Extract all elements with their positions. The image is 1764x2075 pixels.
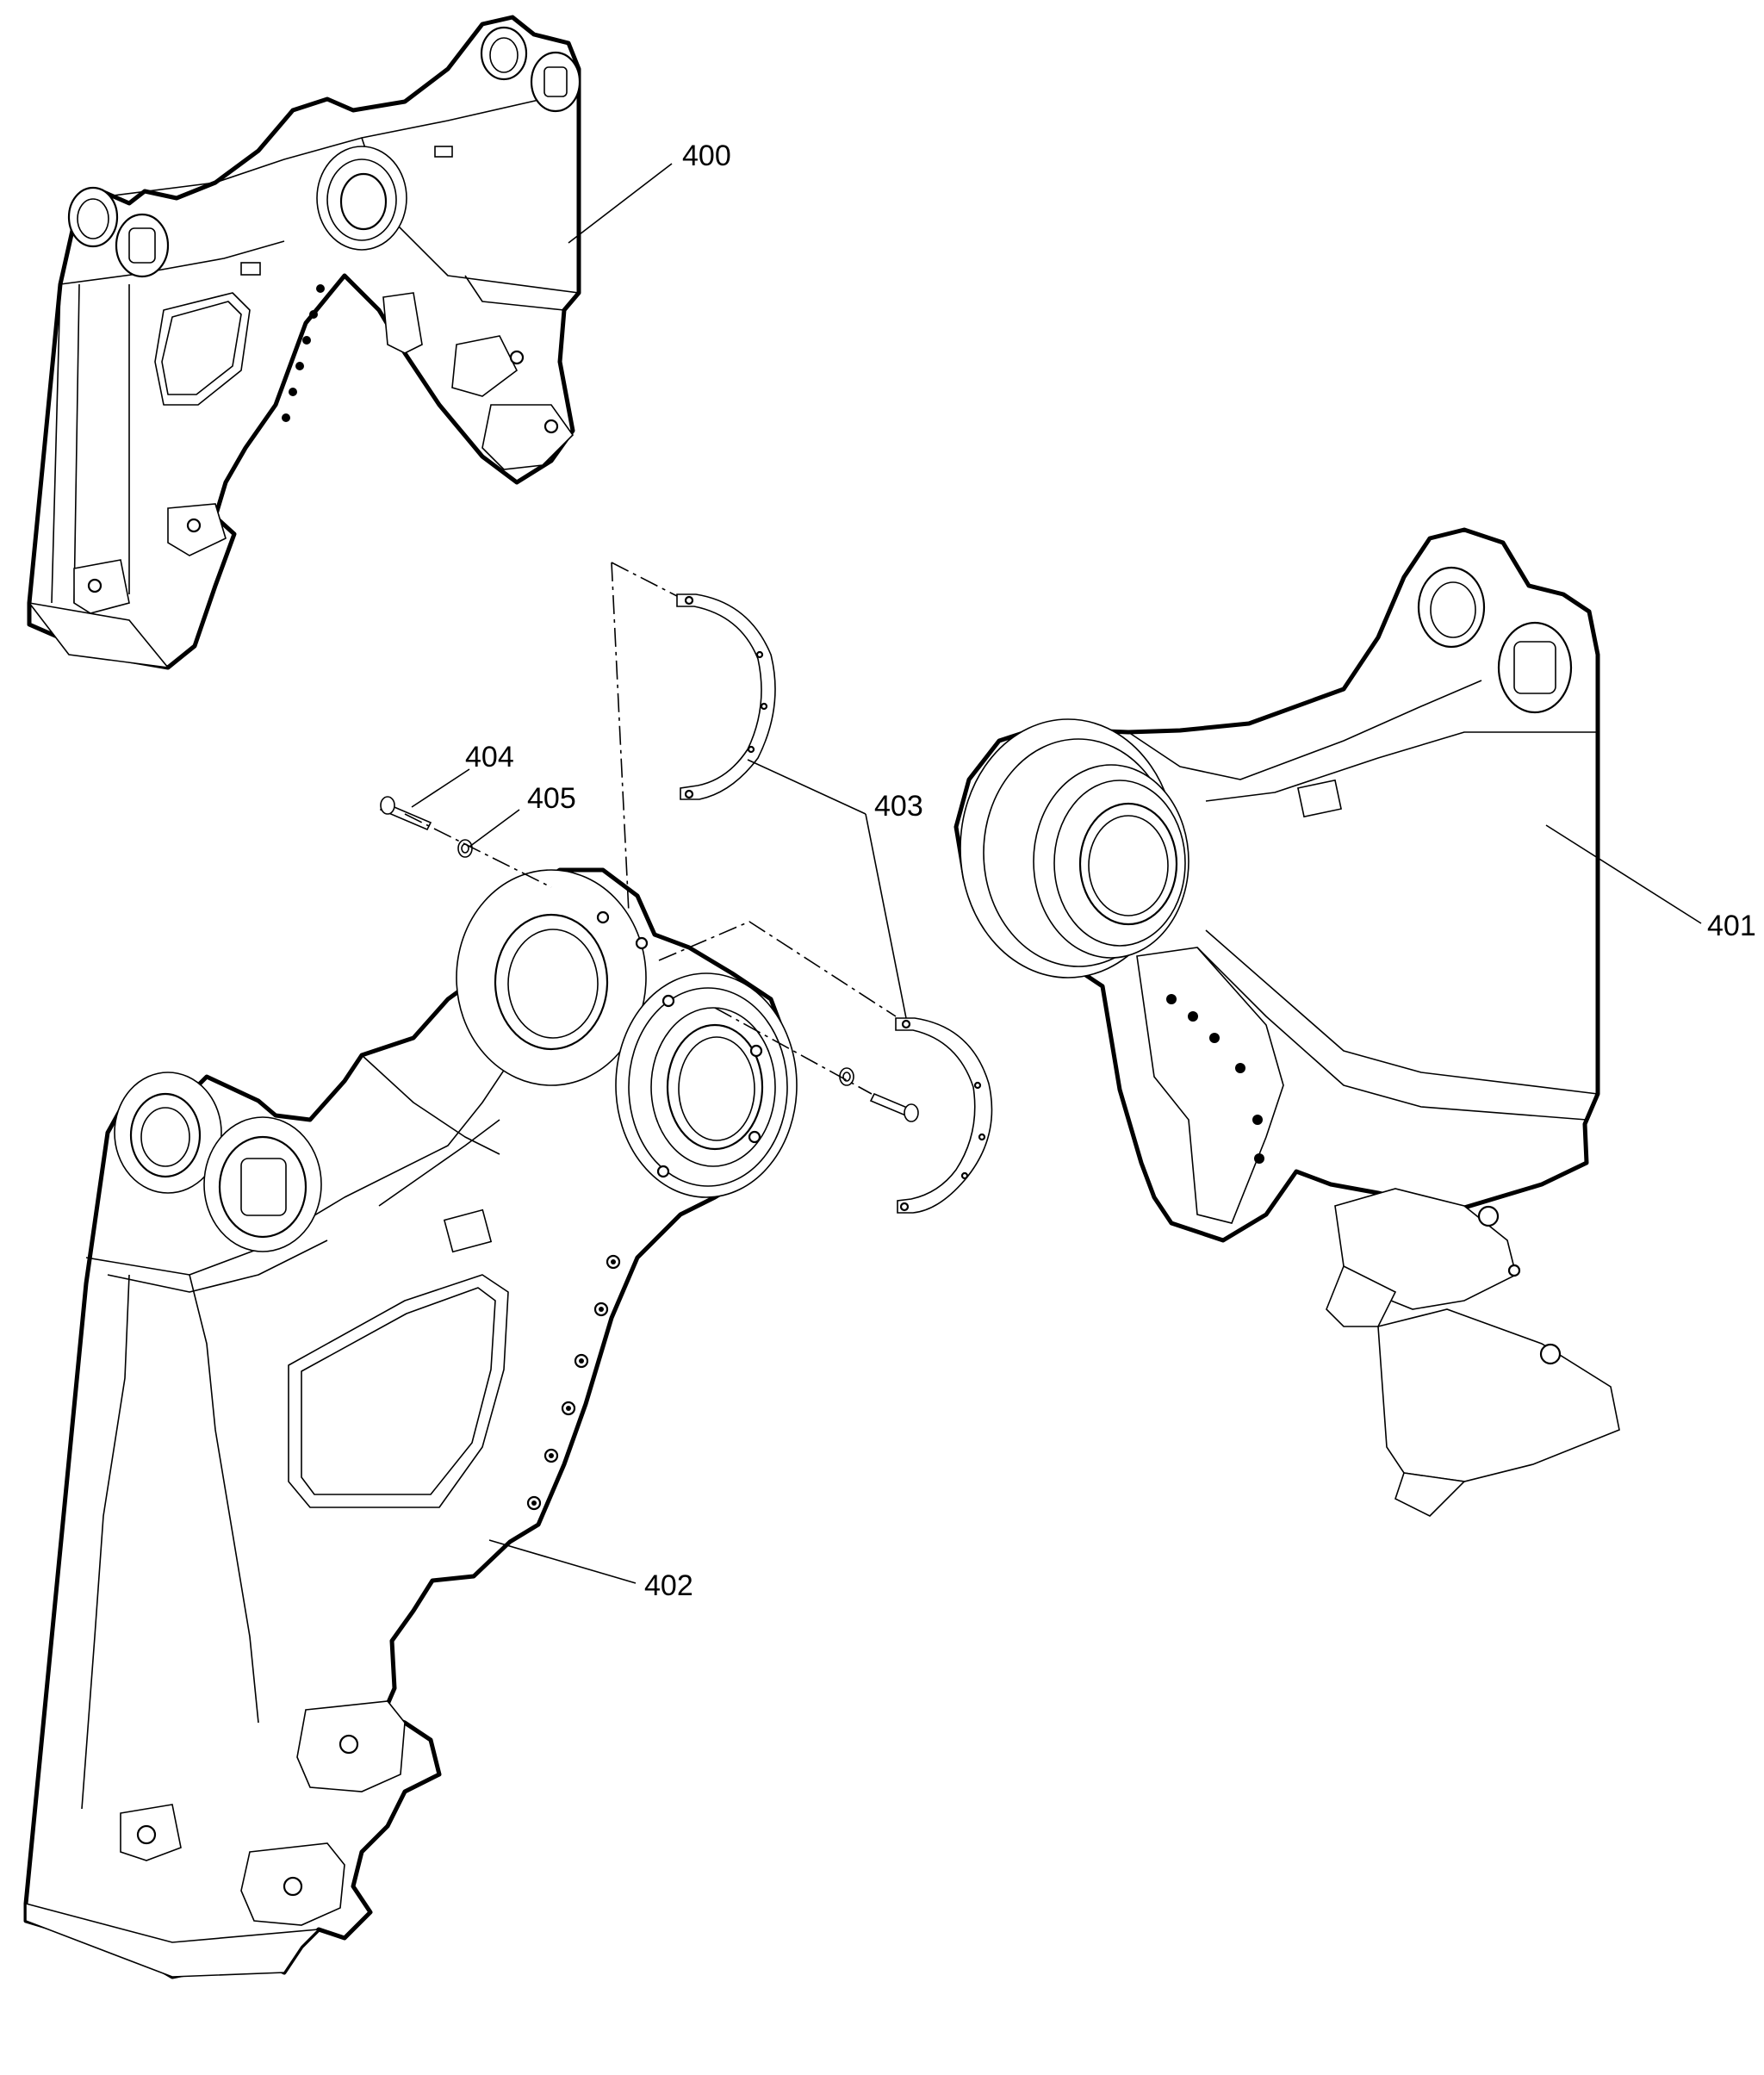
callout-402: 402 [644, 1569, 693, 1602]
callout-403: 403 [874, 790, 923, 823]
part-404-screw-lower [869, 1092, 919, 1122]
part-405-washer-upper [457, 839, 473, 858]
leader-lines [411, 163, 1702, 1584]
part-400-frame-assembly [27, 15, 581, 670]
part-403-ring-segment-lower [895, 1017, 993, 1214]
part-400-bolt-row [282, 284, 325, 422]
part-402-frame-half [23, 867, 798, 1979]
callout-404: 404 [465, 741, 514, 773]
callout-400: 400 [682, 140, 731, 172]
part-402-bolt-row [526, 1254, 621, 1511]
part-404-screw-upper [379, 796, 432, 831]
part-405-washer-lower [839, 1067, 854, 1086]
callout-401: 401 [1707, 910, 1756, 942]
part-403-ring-segment-upper [676, 593, 776, 800]
assembly-center-lines [404, 562, 897, 1095]
part-401-frame-half [953, 527, 1620, 1517]
part-401-bolt-holes [1166, 994, 1264, 1164]
callout-405: 405 [527, 782, 576, 815]
